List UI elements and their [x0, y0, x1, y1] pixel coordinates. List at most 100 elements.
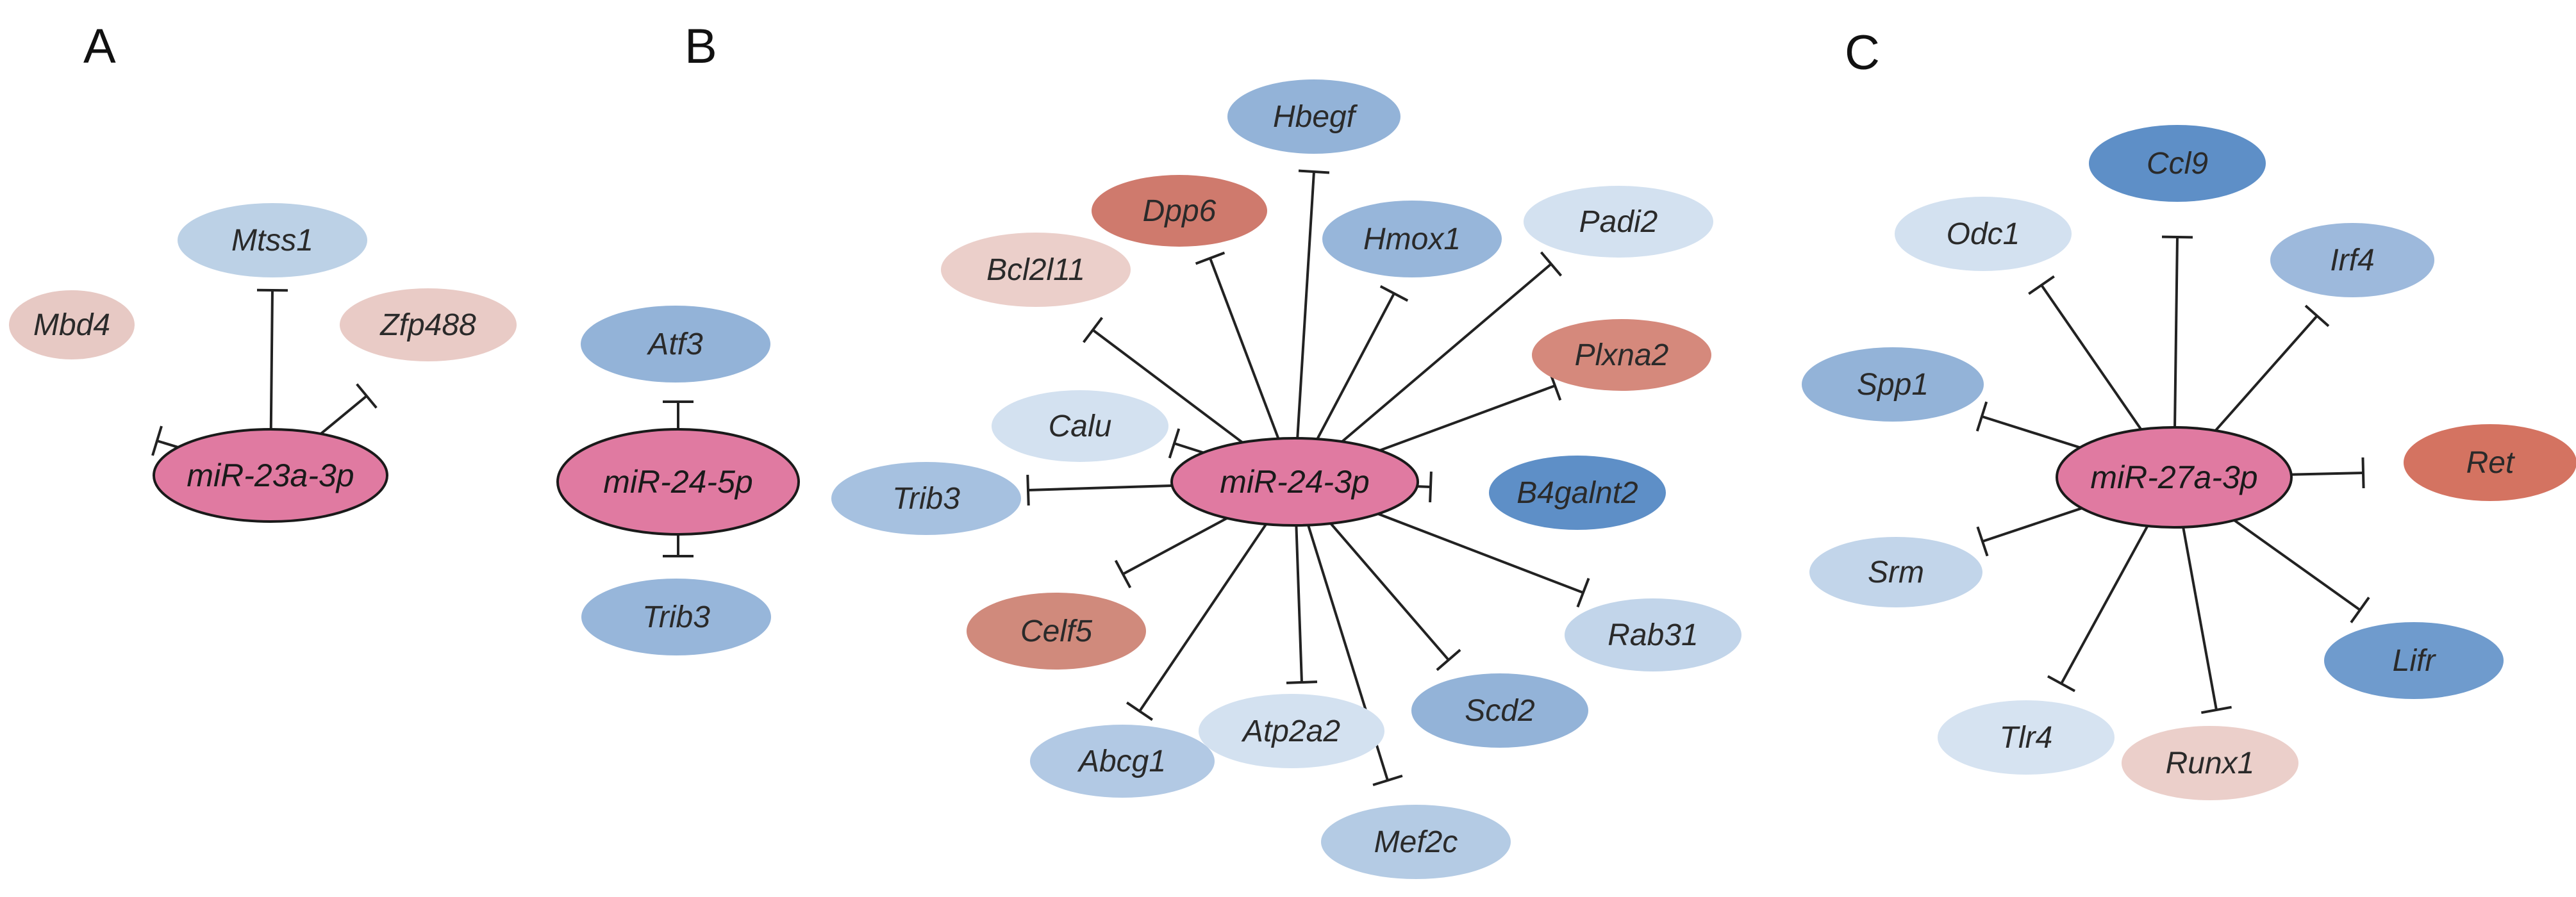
- inhibition-bar-spp1: [1975, 401, 1988, 432]
- target-node-label: Atf3: [646, 327, 703, 361]
- target-node-tlr4: Tlr4: [1938, 700, 2115, 775]
- target-node-label: Ret: [2466, 446, 2515, 480]
- target-node-mtss1: Mtss1: [178, 203, 367, 277]
- target-node-shape: [1938, 700, 2115, 775]
- inhibition-bar-tlr4: [2047, 675, 2076, 693]
- mirna-hub-label: miR-23a-3p: [187, 457, 354, 493]
- target-node-label: Lifr: [2393, 644, 2437, 678]
- edge-mir-23a-3p-zfp488: [319, 395, 368, 436]
- target-node-label: Zfp488: [379, 308, 476, 342]
- target-node-ccl9: Ccl9: [2089, 125, 2266, 202]
- inhibition-bar-ccl9: [2161, 235, 2193, 239]
- inhibition-bar-abcg1: [1126, 701, 1154, 721]
- inhibition-bar-atp2a2: [1286, 680, 1318, 684]
- inhibition-bar-rab31: [1576, 577, 1590, 608]
- edge-mir-24-3p-bcl2l11: [1092, 329, 1245, 445]
- mirna-hub-mir-27a-3p: miR-27a-3p: [2056, 426, 2293, 529]
- edge-mir-27a-3p-lifr: [2232, 518, 2361, 611]
- inhibition-bar-mef2c: [1372, 774, 1403, 787]
- target-node-bcl2l11: Bcl2l11: [941, 233, 1131, 307]
- target-node-label: Rab31: [1608, 618, 1698, 652]
- target-node-label: Ccl9: [2147, 147, 2208, 181]
- edge-mir-24-3p-calu: [1174, 442, 1206, 455]
- edge-mir-24-3p-padi2: [1340, 263, 1552, 444]
- edge-mir-24-3p-atp2a2: [1295, 524, 1303, 683]
- target-node-shape: [9, 290, 135, 359]
- mirna-hub-label: miR-24-3p: [1220, 464, 1369, 500]
- target-node-label: B4galnt2: [1517, 476, 1638, 510]
- mirna-hub-shape: [153, 428, 388, 523]
- target-node-dpp6: Dpp6: [1092, 175, 1267, 247]
- network-mir-24-3p: HbegfDpp6Hmox1Padi2Bcl2l11Plxna2CaluB4ga…: [831, 79, 1741, 879]
- target-node-celf5: Celf5: [967, 593, 1146, 670]
- edge-mir-23a-3p-mtss1: [269, 290, 274, 431]
- mirna-hub-mir-24-3p: miR-24-3p: [1170, 437, 1419, 527]
- target-node-label: Hmox1: [1363, 222, 1461, 256]
- mirna-hub-shape: [556, 428, 800, 536]
- target-node-hbegf: Hbegf: [1227, 79, 1400, 154]
- target-node-label: Celf5: [1020, 614, 1092, 648]
- inhibition-bar-celf5: [1114, 559, 1132, 589]
- target-node-label: Odc1: [1947, 217, 2020, 251]
- edge-mir-27a-3p-runx1: [2181, 525, 2218, 711]
- target-node-shape: [1322, 201, 1502, 277]
- target-node-shape: [2122, 726, 2298, 800]
- target-node-shape: [941, 233, 1131, 307]
- inhibition-bar-zfp488: [356, 383, 378, 409]
- inhibition-bar-calu: [1168, 428, 1181, 459]
- edge-mir-24-3p-dpp6: [1209, 258, 1280, 440]
- edge-mir-24-3p-trib3: [1027, 484, 1175, 491]
- target-node-label: Calu: [1049, 409, 1112, 443]
- inhibition-bar-dpp6: [1195, 251, 1226, 265]
- target-node-label: Dpp6: [1143, 194, 1217, 228]
- edge-mir-24-3p-celf5: [1122, 516, 1229, 575]
- target-node-shape: [340, 288, 517, 361]
- target-node-shape: [1802, 347, 1984, 422]
- mirna-hub-shape: [1170, 437, 1419, 527]
- inhibition-bar-runx1: [2201, 705, 2232, 714]
- inhibition-bar-irf4: [2304, 304, 2330, 327]
- target-node-atf3: Atf3: [581, 306, 770, 383]
- inhibition-bar-mbd4: [151, 425, 163, 456]
- target-node-shape: [1895, 197, 2072, 271]
- inhibition-bar-odc1: [2028, 275, 2055, 295]
- target-node-atp2a2: Atp2a2: [1199, 694, 1384, 768]
- target-node-shape: [2404, 424, 2576, 501]
- target-node-irf4: Irf4: [2270, 223, 2434, 297]
- target-node-label: Spp1: [1857, 368, 1929, 402]
- edge-mir-24-3p-rab31: [1375, 512, 1584, 594]
- target-node-plxna2: Plxna2: [1532, 319, 1711, 391]
- target-node-srm: Srm: [1809, 537, 1982, 607]
- mirna-hub-mir-24-5p: miR-24-5p: [556, 428, 800, 536]
- mirna-hub-label: miR-24-5p: [603, 464, 752, 500]
- target-node-odc1: Odc1: [1895, 197, 2072, 271]
- inhibition-bar-b4galnt2: [1429, 471, 1433, 503]
- target-node-shape: [1092, 175, 1267, 247]
- target-node-shape: [2324, 622, 2504, 699]
- target-node-abcg1: Abcg1: [1030, 725, 1215, 798]
- target-node-spp1: Spp1: [1802, 347, 1984, 422]
- target-node-label: Tlr4: [2000, 721, 2053, 755]
- target-node-zfp488: Zfp488: [340, 288, 517, 361]
- target-node-shape: [2270, 223, 2434, 297]
- target-node-shape: [1227, 79, 1400, 154]
- target-node-runx1: Runx1: [2122, 726, 2298, 800]
- target-node-mef2c: Mef2c: [1321, 805, 1511, 879]
- target-node-shape: [1565, 598, 1741, 671]
- target-node-label: Trib3: [642, 600, 710, 634]
- edge-mir-27a-3p-irf4: [2213, 315, 2318, 432]
- target-node-hmox1: Hmox1: [1322, 201, 1502, 277]
- target-node-shape: [1321, 805, 1511, 879]
- target-node-label: Scd2: [1465, 694, 1534, 728]
- target-node-rab31: Rab31: [1565, 598, 1741, 671]
- target-node-mbd4: Mbd4: [9, 290, 135, 359]
- target-node-label: Srm: [1868, 555, 1924, 589]
- target-node-shape: [1199, 694, 1384, 768]
- edge-mir-27a-3p-ccl9: [2173, 236, 2179, 429]
- target-node-shape: [1532, 319, 1711, 391]
- edge-mir-27a-3p-spp1: [1981, 415, 2082, 450]
- inhibition-bar-lifr: [2350, 597, 2370, 623]
